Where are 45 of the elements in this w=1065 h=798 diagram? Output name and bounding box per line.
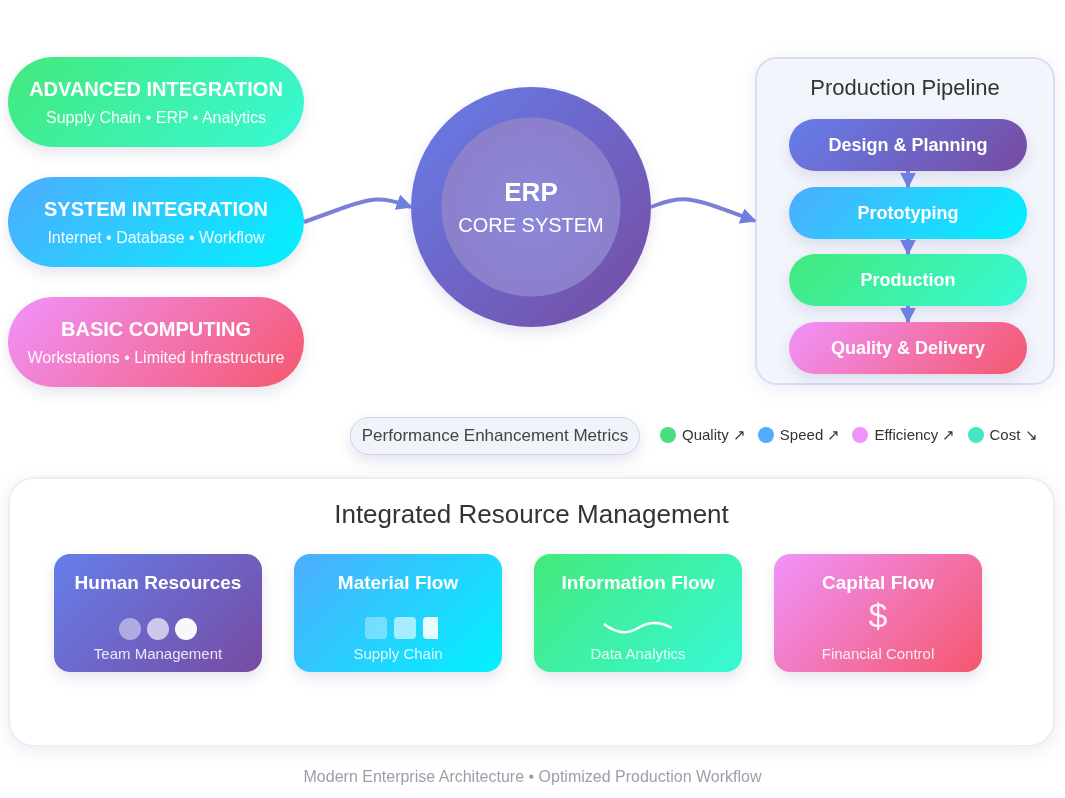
panel-title: Production Pipeline	[809, 75, 1001, 101]
resource-card	[534, 554, 742, 672]
level-subtitle: Internet • Database • Workflow	[47, 228, 265, 247]
arrow	[303, 194, 413, 224]
footer-caption: Modern Enterprise Architecture • Optimized Production Workflow	[302, 768, 763, 786]
stage-label: Design & Planning	[828, 134, 988, 156]
legend-label: Efficiency ↗	[874, 426, 956, 444]
core-title: ERP	[504, 177, 558, 208]
card-title: Human Resources	[74, 572, 242, 594]
level-title: BASIC COMPUTING	[61, 317, 251, 341]
level-subtitle: Workstations • Limited Infrastructure	[27, 348, 285, 367]
level-title: ADVANCED INTEGRATION	[29, 77, 283, 101]
level-subtitle: Supply Chain • ERP • Analytics	[46, 108, 266, 127]
dollar-sign: $	[868, 598, 888, 632]
resource-card	[774, 554, 982, 672]
metrics-title: Performance Enhancement Metrics	[361, 426, 629, 446]
arrow	[900, 171, 916, 189]
stage-pill	[789, 119, 1027, 171]
card-subtitle: Team Management	[92, 645, 224, 662]
card-subtitle: Data Analytics	[589, 645, 687, 662]
arrow	[900, 306, 916, 324]
card-subtitle: Financial Control	[820, 645, 936, 662]
pipeline-panel	[755, 57, 1055, 385]
resource-panel	[8, 477, 1055, 747]
panel-title: Integrated Resource Management	[333, 499, 730, 530]
resource-card	[294, 554, 502, 672]
legend-label: Quality ↗	[682, 426, 746, 444]
legend-label: Cost ↘	[989, 426, 1038, 444]
card-subtitle: Supply Chain	[352, 645, 444, 662]
stage-label: Prototyping	[857, 202, 959, 224]
legend-label: Speed ↗	[779, 426, 841, 444]
card-title: Material Flow	[337, 572, 459, 594]
stage-label: Quality & Delivery	[830, 337, 986, 359]
resource-card	[54, 554, 262, 672]
arrow	[650, 197, 757, 224]
card-title: Information Flow	[561, 572, 715, 594]
stage-pill	[789, 322, 1027, 374]
core-subtitle: CORE SYSTEM	[458, 214, 604, 237]
stage-label: Production	[860, 269, 956, 291]
stage-pill	[789, 254, 1027, 306]
card-title: Capital Flow	[822, 572, 934, 594]
stage-pill	[789, 187, 1027, 239]
arrow	[900, 239, 916, 256]
level-title: SYSTEM INTEGRATION	[43, 197, 269, 221]
metrics-pill	[350, 417, 640, 455]
